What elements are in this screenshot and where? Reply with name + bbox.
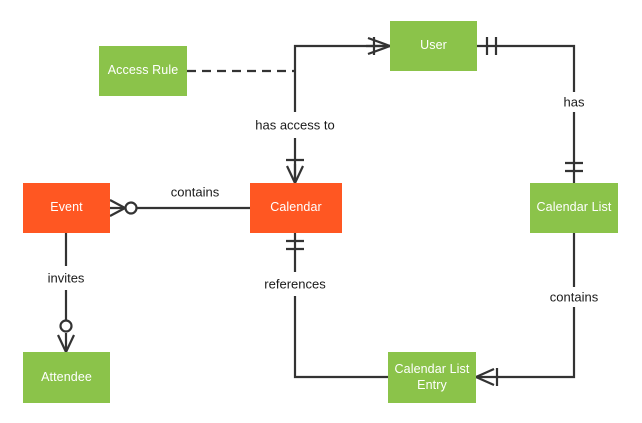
crowfoot-user-left xyxy=(366,36,391,56)
entity-event[interactable]: Event xyxy=(23,183,110,233)
entity-access-rule-label: Access Rule xyxy=(107,63,179,78)
entity-user[interactable]: User xyxy=(390,21,477,71)
entity-calendar-label: Calendar xyxy=(270,200,322,215)
entity-attendee-label: Attendee xyxy=(41,369,92,384)
edge-user-calendar xyxy=(293,44,390,112)
edge-label-invites: invites xyxy=(44,270,88,286)
edge-label-has-access-to: has access to xyxy=(252,117,338,133)
edge-calendarlist-entry-lower xyxy=(497,307,576,379)
crowfoot-calendar-top xyxy=(286,158,304,184)
entity-calendar[interactable]: Calendar xyxy=(250,183,342,233)
entity-event-label: Event xyxy=(50,200,83,215)
entity-access-rule[interactable]: Access Rule xyxy=(99,46,187,96)
edge-label-contains-event-calendar: contains xyxy=(167,184,223,200)
entity-user-label: User xyxy=(420,38,447,53)
marker-exactly-one-calendar-bottom xyxy=(286,239,304,251)
entity-calendar-list-entry-label: Calendar List Entry xyxy=(394,361,470,392)
marker-exactly-one-calendarlist-top xyxy=(565,161,583,173)
crowfoot-event-right xyxy=(108,199,138,217)
edge-calendar-references-lower xyxy=(293,296,388,379)
edge-label-contains-list-entry: contains xyxy=(546,289,602,305)
crowfoot-attendee-top xyxy=(57,319,75,353)
edge-label-has: has xyxy=(560,94,588,110)
entity-calendar-list-label: Calendar List xyxy=(536,200,612,215)
crowfoot-calendarlistentry-right xyxy=(475,367,499,387)
entity-attendee[interactable]: Attendee xyxy=(23,352,110,403)
entity-calendar-list-entry[interactable]: Calendar List Entry xyxy=(388,352,476,403)
entity-calendar-list[interactable]: Calendar List xyxy=(530,183,618,233)
edge-user-calendarlist-upper xyxy=(477,44,576,92)
edge-label-references: references xyxy=(261,276,329,292)
marker-exactly-one-user-right xyxy=(485,37,498,55)
